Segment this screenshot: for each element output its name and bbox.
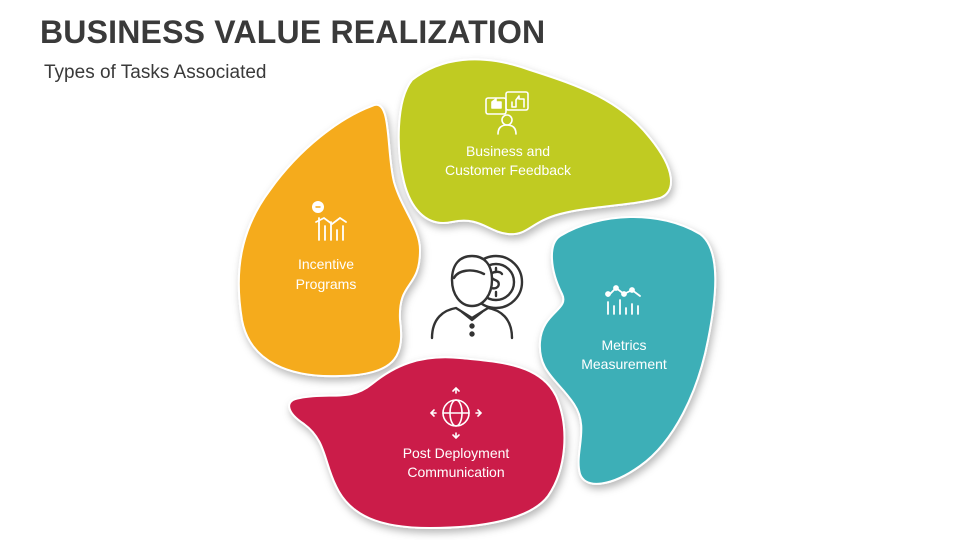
segment-post-shape bbox=[288, 356, 566, 530]
segment-business-feedback: Business and Customer Feedback bbox=[397, 58, 672, 236]
segment-incentive-shape bbox=[237, 103, 422, 378]
segment-feedback-shape bbox=[397, 58, 672, 236]
segment-metrics-line2: Measurement bbox=[581, 356, 667, 372]
segment-incentive-programs: Incentive Programs bbox=[237, 103, 422, 378]
segment-metrics-line1: Metrics bbox=[601, 337, 646, 353]
segment-metrics-shape bbox=[538, 215, 717, 485]
segment-incentive-line1: Incentive bbox=[298, 256, 354, 272]
page-subtitle: Types of Tasks Associated bbox=[44, 62, 267, 83]
segment-feedback-line2: Customer Feedback bbox=[445, 162, 572, 178]
segment-post-line2: Communication bbox=[407, 464, 504, 480]
bar-chart-icon bbox=[605, 285, 641, 315]
page-title: BUSINESS VALUE REALIZATION bbox=[40, 14, 546, 50]
segment-post-line1: Post Deployment bbox=[403, 445, 510, 461]
money-chart-icon bbox=[312, 201, 347, 241]
feedback-thumbs-icon bbox=[485, 91, 529, 135]
segment-post-deployment: Post Deployment Communication bbox=[288, 356, 566, 530]
segment-incentive-line2: Programs bbox=[296, 276, 357, 292]
segment-metrics-measurement: Metrics Measurement bbox=[538, 215, 717, 485]
segment-feedback-line1: Business and bbox=[466, 143, 550, 159]
businessman-dollar-icon bbox=[430, 254, 524, 340]
globe-arrows-icon bbox=[429, 386, 483, 440]
